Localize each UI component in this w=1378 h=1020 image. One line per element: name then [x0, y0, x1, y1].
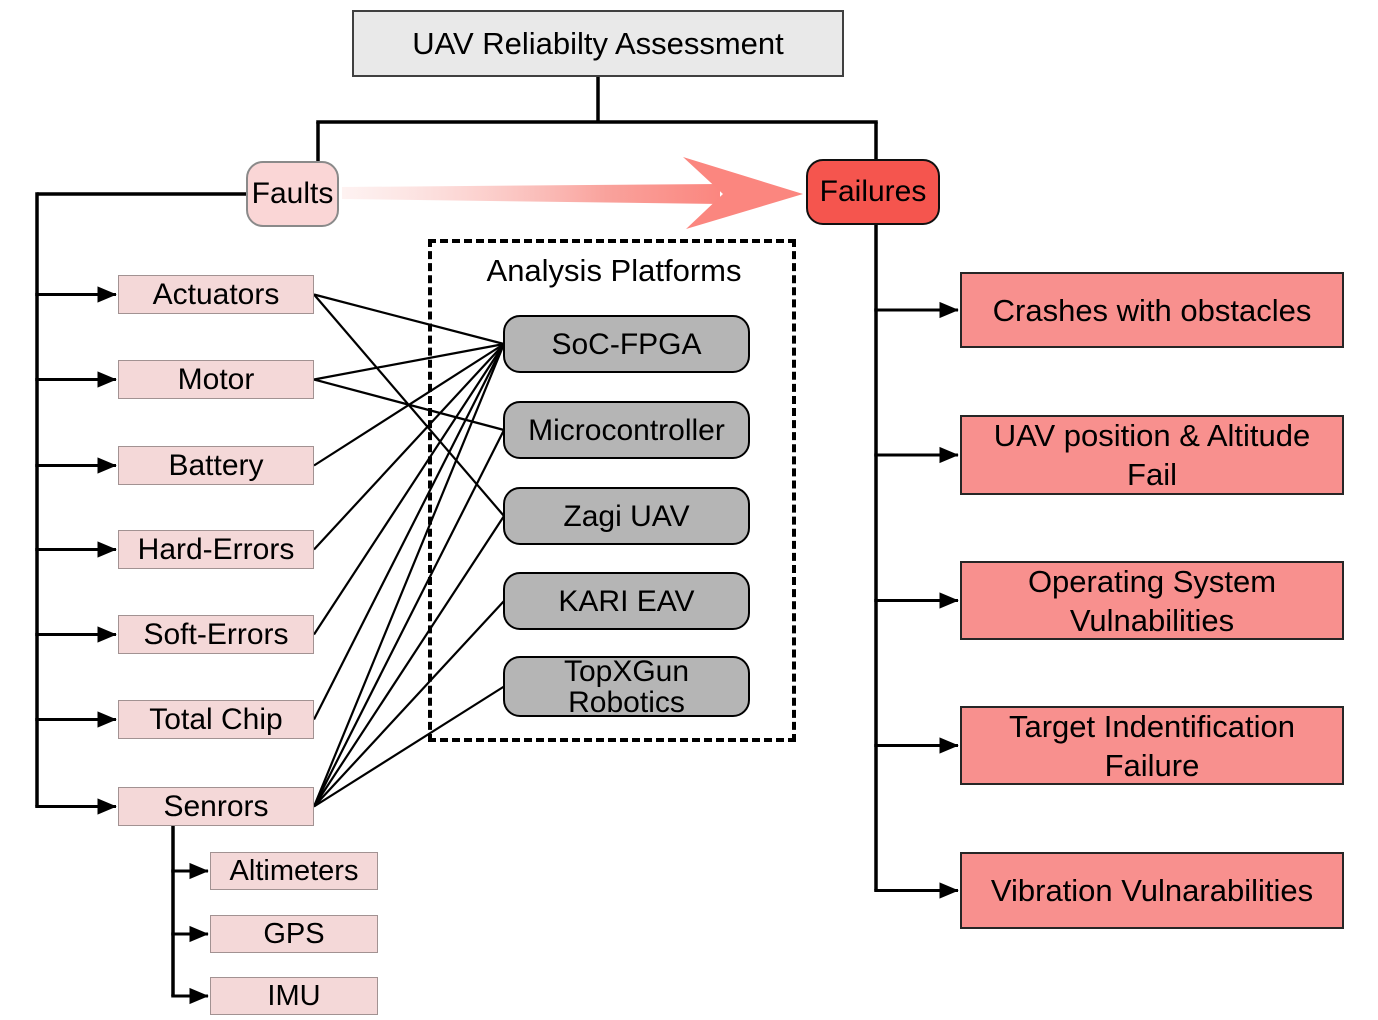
platform-box-topxgun-robotics: TopXGun Robotics: [503, 656, 750, 718]
fault-box-battery: Battery: [118, 446, 314, 485]
failure-box-crashes: Crashes with obstacles: [960, 272, 1344, 348]
fault-box-soft-errors: Soft-Errors: [118, 615, 314, 654]
sensor-box-gps: GPS: [210, 915, 378, 953]
analysis-platforms-title: Analysis Platforms: [486, 253, 742, 288]
failure-box-position-altitude: UAV position & Altitude Fail: [960, 415, 1344, 495]
faults-to-failures-arrow: [342, 157, 803, 229]
sensor-box-altimeters: Altimeters: [210, 852, 378, 890]
diagram-title: UAV Reliabilty Assessment: [352, 10, 844, 77]
failures-node: Failures: [806, 159, 940, 225]
platform-box-zagi-uav: Zagi UAV: [503, 487, 750, 545]
fault-box-actuators: Actuators: [118, 275, 314, 314]
failure-box-vibration: Vibration Vulnarabilities: [960, 852, 1344, 929]
sensor-box-imu: IMU: [210, 977, 378, 1015]
fault-box-motor: Motor: [118, 360, 314, 399]
platform-box-microcontroller: Microcontroller: [503, 401, 750, 459]
fault-box-total-chip: Total Chip: [118, 700, 314, 739]
faults-node: Faults: [246, 161, 339, 227]
fault-box-senrors: Senrors: [118, 787, 314, 826]
fault-box-hard-errors: Hard-Errors: [118, 530, 314, 569]
failure-box-os-vulnerabilities: Operating System Vulnabilities: [960, 561, 1344, 640]
platform-box-kari-eav: KARI EAV: [503, 572, 750, 630]
platform-box-soc-fpga: SoC-FPGA: [503, 315, 750, 373]
failure-box-target-identification: Target Indentification Failure: [960, 706, 1344, 785]
